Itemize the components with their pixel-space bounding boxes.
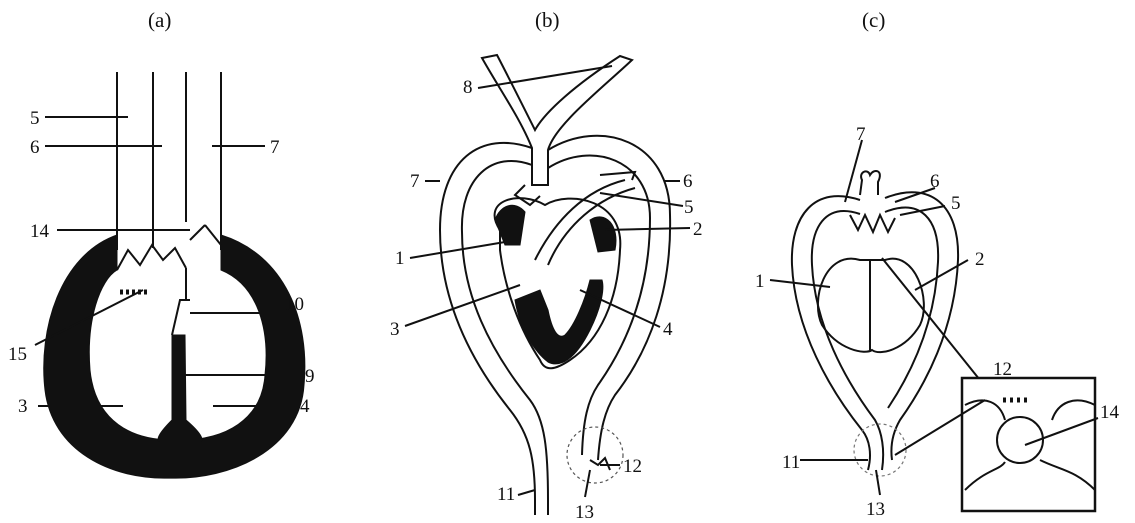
leader-b-5 (600, 193, 683, 206)
label-c-7: 7 (856, 124, 866, 145)
dashed-region-b (567, 427, 623, 483)
panel-b: (b) 8 7 6 5 (390, 8, 703, 523)
leader-c-2 (915, 260, 968, 290)
septum-a (158, 335, 202, 442)
label-a-4: 4 (300, 396, 310, 417)
leader-b-11 (518, 490, 535, 495)
label-b-13: 13 (575, 502, 594, 523)
label-c-1: 1 (755, 271, 765, 292)
label-a-9: 9 (305, 366, 315, 387)
valve-outline-left-a (117, 245, 186, 270)
label-c-5: 5 (951, 193, 961, 214)
leader-b-1 (410, 242, 505, 258)
label-b-3: 3 (390, 319, 400, 340)
label-b-6: 6 (683, 171, 693, 192)
atria-dark-b (495, 205, 616, 252)
label-b-1: 1 (395, 248, 405, 269)
label-c-14: 14 (1100, 402, 1120, 423)
right-loop-c (885, 192, 958, 460)
label-b-11: 11 (497, 484, 515, 505)
label-b-2: 2 (693, 219, 703, 240)
ventricle-fill-b (515, 280, 603, 364)
label-b-7: 7 (410, 171, 420, 192)
label-a-5: 5 (30, 108, 40, 129)
panel-c: (c) 7 6 5 2 1 12 14 (755, 8, 1120, 520)
label-a-15: 15 (8, 344, 27, 365)
label-b-12: 12 (623, 456, 642, 477)
label-a-6: 6 (30, 137, 40, 158)
label-b-8: 8 (463, 77, 473, 98)
label-c-12: 12 (993, 359, 1012, 380)
left-loop-inner-c (812, 211, 883, 470)
panel-a-title: (a) (148, 8, 171, 32)
top-ornament-c (860, 171, 880, 195)
label-a-10: 10 (285, 294, 304, 315)
valve-outline-right-a (186, 225, 221, 300)
label-b-4: 4 (663, 319, 673, 340)
vessel-tail-b (535, 500, 548, 515)
right-loop-inner-c (885, 208, 938, 408)
panel-b-title: (b) (535, 8, 560, 32)
label-c-11: 11 (782, 452, 800, 473)
label-b-5: 5 (684, 197, 694, 218)
label-c-6: 6 (930, 171, 940, 192)
top-vessels-c (850, 215, 895, 232)
label-a-7: 7 (270, 137, 280, 158)
leader-b-3 (405, 285, 520, 326)
label-a-3: 3 (18, 396, 28, 417)
septum-top-a (172, 300, 190, 335)
leader-c-13 (876, 470, 880, 495)
branch-right-b (600, 172, 635, 180)
label-c-2: 2 (975, 249, 985, 270)
panel-c-title: (c) (862, 8, 885, 32)
branch-left-b (515, 185, 540, 205)
label-c-13: 13 (866, 499, 885, 520)
label-a-14: 14 (30, 221, 50, 242)
left-loop-c (792, 196, 870, 470)
leader-b-13 (585, 470, 590, 497)
panel-a: (a) 5 6 7 14 10 15 9 3 4 (8, 8, 315, 478)
leader-b-8 (478, 66, 612, 88)
